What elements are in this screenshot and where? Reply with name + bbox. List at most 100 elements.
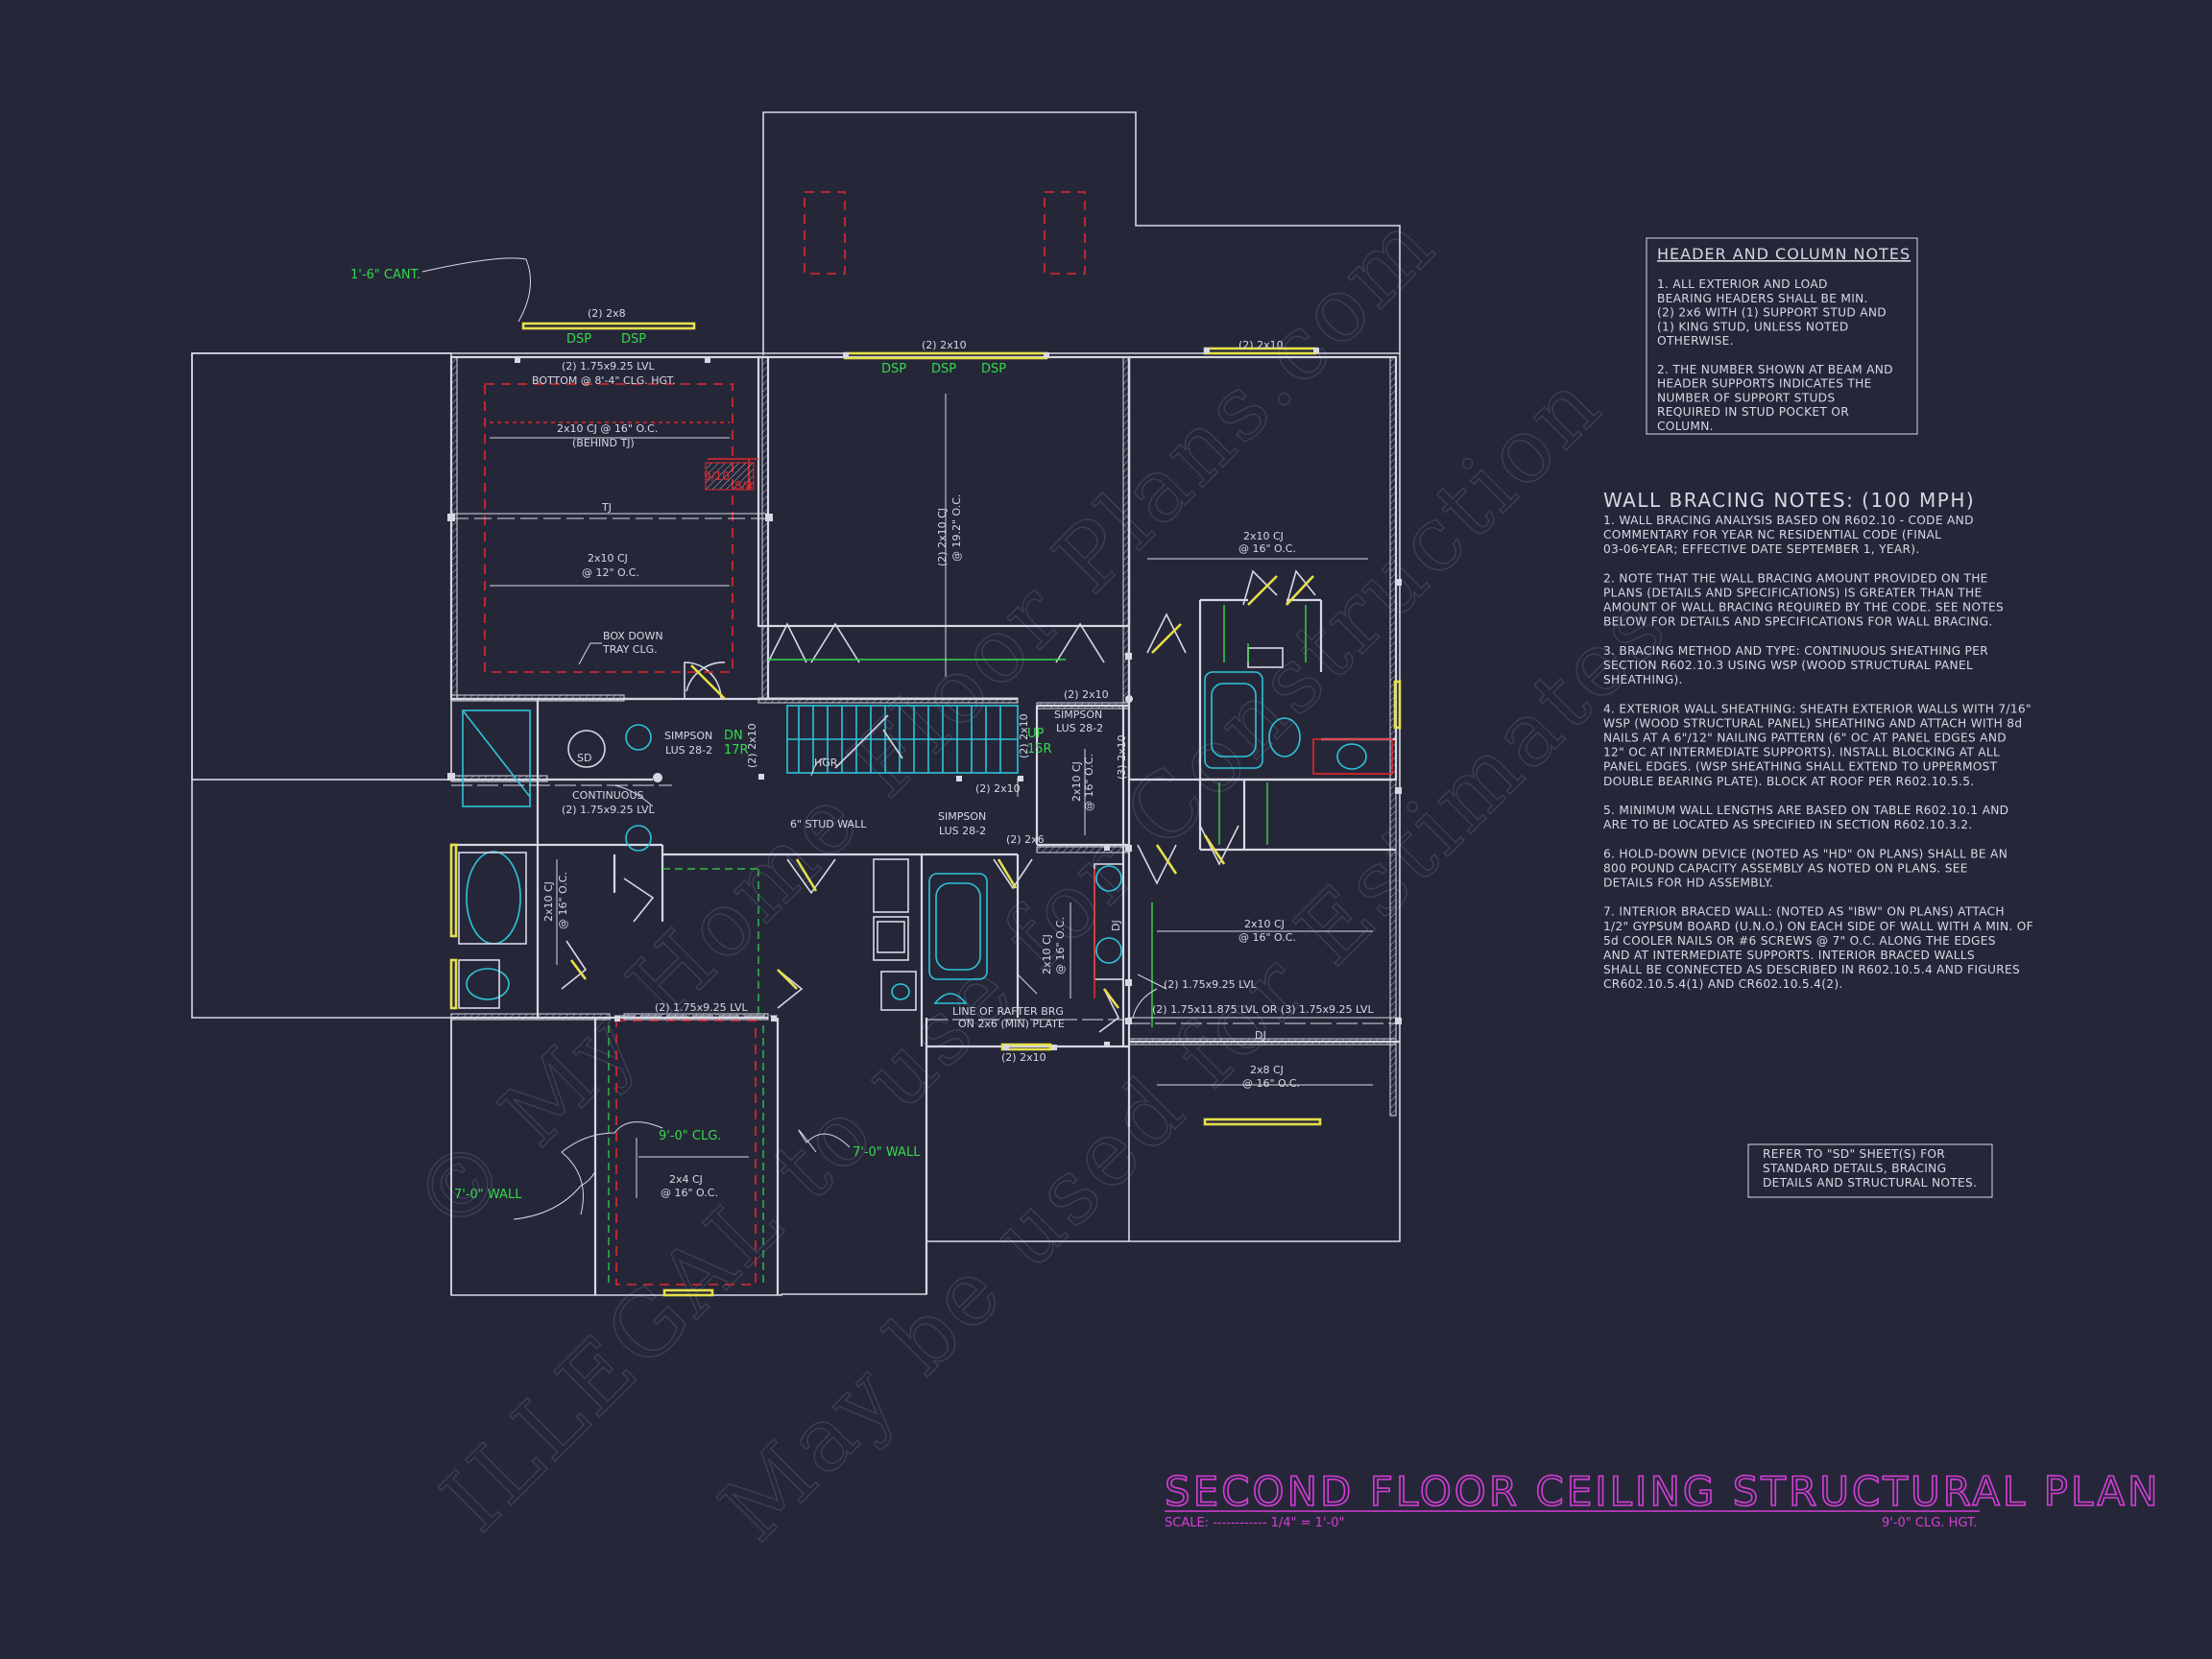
note-line: 5d COOLER NAILS OR #6 SCREWS @ 7" O.C. A… bbox=[1603, 934, 1996, 948]
note-line: REFER TO "SD" SHEET(S) FOR bbox=[1763, 1147, 1945, 1161]
cj-leftb-label: @ 16" O.C. bbox=[557, 872, 569, 929]
hdr-2x6: (2) 2x6 bbox=[1006, 833, 1045, 846]
hdr-2x10-c: (2) 2x10 bbox=[1001, 1051, 1046, 1064]
simpson-label-3: SIMPSON bbox=[938, 810, 986, 823]
note-line: 12" OC AT INTERMEDIATE SUPPORTS). INSTAL… bbox=[1603, 746, 2000, 759]
behind-tj-label: (BEHIND TJ) bbox=[572, 437, 635, 449]
beam-lines bbox=[451, 513, 1400, 1024]
title-block: SECOND FLOOR CEILING STRUCTURAL PLAN SCA… bbox=[1164, 1467, 2161, 1530]
lvl-top-label: (2) 1.75x9.25 LVL bbox=[562, 360, 656, 373]
cj-right-mid-label: 2x10 CJ bbox=[1244, 918, 1285, 930]
note-line: HEADER SUPPORTS INDICATES THE bbox=[1657, 377, 1872, 391]
lvl-long-label: (2) 1.75x11.875 LVL OR (3) 1.75x9.25 LVL bbox=[1152, 1003, 1374, 1016]
lus-label-2: LUS 28-2 bbox=[1056, 722, 1103, 734]
interior-walls bbox=[449, 355, 1400, 1295]
note-line: DOUBLE BEARING PLATE). BLOCK AT ROOF PER… bbox=[1603, 775, 1974, 788]
ceiling-dashed-lines bbox=[484, 191, 1086, 1286]
header-top-mid: (2) 2x10 bbox=[922, 339, 967, 351]
cj-behind-label: 2x10 CJ @ 16" O.C. bbox=[557, 422, 658, 435]
lus-label-1: LUS 28-2 bbox=[665, 744, 712, 757]
cj12-label: 2x10 CJ bbox=[588, 552, 628, 565]
wall-bracing-notes: WALL BRACING NOTES: (100 MPH) 1. WALL BR… bbox=[1603, 489, 2033, 991]
note-line: 4. EXTERIOR WALL SHEATHING: SHEATH EXTER… bbox=[1603, 702, 2032, 715]
lvl-mid-label: (2) 1.75x9.25 LVL bbox=[655, 1001, 749, 1014]
scale-label: SCALE: ------------ 1/4" = 1'-0" bbox=[1165, 1516, 1344, 1530]
up-risers-label: 15R bbox=[1027, 742, 1052, 757]
plan-title: SECOND FLOOR CEILING STRUCTURAL PLAN bbox=[1165, 1468, 2161, 1515]
cj-2x8-label: 2x8 CJ bbox=[1250, 1064, 1284, 1076]
pitch-a-label: 9/10 bbox=[704, 469, 730, 483]
cj-2x4-label: 2x4 CJ bbox=[669, 1173, 703, 1186]
note-line: SECTION R602.10.3 USING WSP (WOOD STRUCT… bbox=[1603, 659, 1973, 672]
lvl-right-label: (2) 1.75x9.25 LVL bbox=[1164, 978, 1258, 991]
cj12b-label: @ 12" O.C. bbox=[582, 566, 639, 579]
right-cj-label: 2x10 CJ bbox=[1243, 530, 1284, 542]
note-line: 1/2" GYPSUM BOARD (U.N.O.) ON EACH SIDE … bbox=[1603, 920, 2033, 933]
cj-midb-v-label: @ 16" O.C. bbox=[1083, 754, 1095, 811]
note-line: WSP (WOOD STRUCTURAL PANEL) SHEATHING AN… bbox=[1603, 716, 2022, 730]
cj-2x8b-label: @ 16" O.C. bbox=[1242, 1077, 1300, 1090]
note-line: ARE TO BE LOCATED AS SPECIFIED IN SECTIO… bbox=[1603, 818, 1972, 831]
stairs bbox=[786, 705, 1019, 774]
cj-2x4b-label: @ 16" O.C. bbox=[661, 1187, 718, 1199]
note-line: COLUMN. bbox=[1657, 420, 1714, 433]
dsp-label-1: DSP bbox=[566, 332, 591, 347]
header-notes-title: HEADER AND COLUMN NOTES bbox=[1657, 245, 1911, 263]
hdr-2x10-a: (2) 2x10 bbox=[1064, 688, 1109, 701]
note-line: DETAILS AND STRUCTURAL NOTES. bbox=[1763, 1176, 1977, 1190]
dn-risers-label: 17R bbox=[724, 743, 749, 757]
watermark: © My Home Floor Plans.com ILLEGAL to use… bbox=[393, 191, 1688, 1561]
note-line: 6. HOLD-DOWN DEVICE (NOTED AS "HD" ON PL… bbox=[1603, 847, 2008, 860]
note-line: 5. MINIMUM WALL LENGTHS ARE BASED ON TAB… bbox=[1603, 804, 2008, 817]
note-line: STANDARD DETAILS, BRACING bbox=[1763, 1162, 1946, 1175]
dsp-label-4: DSP bbox=[931, 362, 956, 376]
note-line: 1. ALL EXTERIOR AND LOAD bbox=[1657, 277, 1828, 291]
door-swings bbox=[561, 569, 1316, 1033]
dimension-arrows bbox=[421, 257, 1373, 1220]
ceiling-height-label: 9'-0" CLG. HGT. bbox=[1882, 1516, 1978, 1530]
dn-label: DN bbox=[724, 729, 743, 743]
cj-mid-v-label: 2x10 CJ bbox=[1070, 761, 1083, 802]
cant-label: 1'-6" CANT. bbox=[350, 268, 421, 282]
note-line: COMMENTARY FOR YEAR NC RESIDENTIAL CODE … bbox=[1603, 528, 1941, 541]
rafter2-label: ON 2x6 (MIN) PLATE bbox=[958, 1018, 1065, 1030]
cj-lower-v-label: 2x10 CJ bbox=[1041, 934, 1053, 974]
note-line: 7. INTERIOR BRACED WALL: (NOTED AS "IBW"… bbox=[1603, 905, 2005, 919]
smoke-detector-label: SD bbox=[577, 752, 591, 764]
cj-lowerb-v-label: @ 16" O.C. bbox=[1054, 917, 1067, 974]
v-2x10-left: (2) 2x10 bbox=[746, 723, 758, 768]
simpson-label-1: SIMPSON bbox=[664, 730, 712, 742]
dsp-label-5: DSP bbox=[981, 362, 1006, 376]
tray-clg-label: TRAY CLG. bbox=[602, 643, 658, 656]
cj-left-label: 2x10 CJ bbox=[542, 881, 555, 922]
clg-9-label: 9'-0" CLG. bbox=[659, 1129, 721, 1143]
note-line: SHALL BE CONNECTED AS DESCRIBED IN R602.… bbox=[1603, 963, 2020, 976]
tj-label: TJ bbox=[601, 501, 612, 514]
pitch-b-label: 8/4 bbox=[734, 479, 753, 493]
note-line: OTHERWISE. bbox=[1657, 334, 1734, 348]
header-top-left: (2) 2x8 bbox=[588, 307, 626, 320]
header-top-right: (2) 2x10 bbox=[1238, 339, 1284, 351]
note-line: PANEL EDGES. (WSP SHEATHING SHALL EXTEND… bbox=[1603, 760, 1998, 774]
note-line: (1) KING STUD, UNLESS NOTED bbox=[1657, 320, 1849, 333]
hdr-2x10-b: (2) 2x10 bbox=[975, 782, 1021, 795]
dj-label: DJ bbox=[1255, 1029, 1266, 1042]
note-line: 800 POUND CAPACITY ASSEMBLY AS NOTED ON … bbox=[1603, 861, 1968, 875]
lvl-cont-label: (2) 1.75x9.25 LVL bbox=[562, 804, 656, 816]
simpson-label-2: SIMPSON bbox=[1054, 709, 1102, 721]
watermark-line-2: ILLEGAL to use for Construction bbox=[422, 352, 1622, 1551]
bracing-notes-title: WALL BRACING NOTES: (100 MPH) bbox=[1603, 489, 1975, 512]
note-line: 1. WALL BRACING ANALYSIS BASED ON R602.1… bbox=[1603, 514, 1974, 527]
note-line: PLANS (DETAILS AND SPECIFICATIONS) IS GR… bbox=[1603, 587, 1983, 600]
dj-v-label: DJ bbox=[1110, 920, 1122, 931]
dsp-label-2: DSP bbox=[621, 332, 646, 347]
note-line: BELOW FOR DETAILS AND SPECIFICATIONS FOR… bbox=[1603, 615, 1993, 629]
cj-192b-label: @ 19.2" O.C. bbox=[950, 494, 963, 562]
box-down-label: BOX DOWN bbox=[603, 630, 663, 642]
note-line: 03-06-YEAR; EFFECTIVE DATE SEPTEMBER 1, … bbox=[1603, 542, 1920, 556]
